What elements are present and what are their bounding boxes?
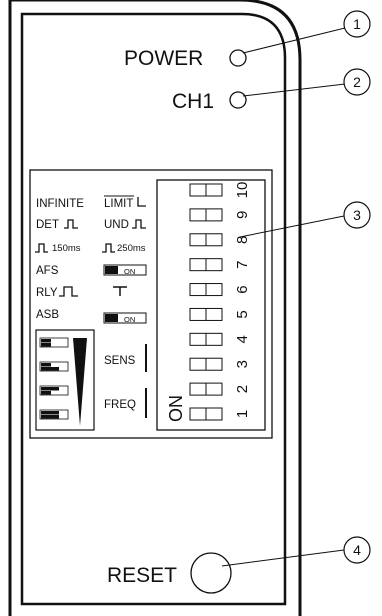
callout-2-circle	[343, 68, 371, 96]
ch1-led	[229, 91, 247, 109]
det-label: DET	[36, 219, 59, 231]
limit-step-icon	[137, 197, 146, 207]
afs-label: AFS	[36, 265, 59, 277]
dip-switch-number: 3	[234, 360, 251, 368]
pulse-250-icon	[102, 243, 115, 253]
mini-switch-2	[39, 361, 69, 372]
callout-3-number: 3	[353, 207, 361, 223]
t250-label: 250ms	[117, 243, 146, 254]
mini-switch-1	[39, 337, 69, 348]
power-label: POWER	[124, 47, 203, 70]
callout-1-leader	[242, 27, 346, 54]
on-vertical-label: ON	[166, 395, 186, 422]
und-label: UND	[104, 219, 129, 231]
dip-switch-number: 6	[234, 285, 251, 293]
dip-switch-1[interactable]	[189, 407, 223, 421]
dip-switch-2[interactable]	[189, 382, 223, 396]
dip-switch-number: 9	[234, 211, 251, 219]
dip-switch-8[interactable]	[189, 233, 223, 247]
pulse-150-icon	[35, 243, 48, 253]
callout-1-circle	[343, 10, 371, 38]
mini-switch-3	[39, 385, 69, 396]
housing-inner	[20, 12, 287, 606]
mini-switch-4	[39, 409, 69, 420]
dip-switch-10[interactable]	[189, 183, 223, 197]
callout-3-leader	[239, 215, 345, 238]
callout-4-number: 4	[353, 542, 361, 558]
callout-2-leader	[242, 83, 346, 97]
sens-mini-switches	[39, 337, 69, 420]
rly-pulse-icon	[59, 286, 78, 297]
on-badge-2	[103, 312, 147, 324]
det-pulse-icon	[64, 219, 78, 229]
dip-switch-number: 5	[234, 310, 251, 318]
dip-switch-9[interactable]	[189, 208, 223, 222]
dip-switch-4[interactable]	[189, 332, 223, 346]
on-badge-2-fill	[105, 314, 118, 322]
dip-switch-bank	[156, 179, 266, 431]
power-led	[229, 49, 247, 67]
dip-switch-number: 7	[234, 260, 251, 268]
sens-label: SENS	[104, 355, 136, 367]
callout-4-leader	[221, 549, 345, 567]
housing-outer	[8, 0, 302, 616]
t150-label: 150ms	[52, 243, 81, 254]
callout-1-number: 1	[353, 16, 361, 32]
sensitivity-wedge-icon	[73, 338, 87, 426]
infinite-label: INFINITE	[36, 198, 84, 210]
callout-2-number: 2	[353, 74, 361, 90]
ch1-label: CH1	[172, 90, 214, 113]
dip-switch-number: 2	[234, 385, 251, 393]
on-badge-1-text: ON	[124, 267, 135, 276]
dip-switch-number: 4	[234, 335, 251, 343]
callout-3-circle	[343, 201, 371, 229]
limit-label: LIMIT	[104, 198, 133, 210]
dip-switch-7[interactable]	[189, 258, 223, 272]
on-badge-1-fill	[105, 266, 118, 274]
und-pulse-icon	[132, 219, 146, 229]
sens-switch-box	[35, 329, 95, 431]
callout-4-circle	[343, 536, 371, 564]
freq-label: FREQ	[104, 399, 136, 411]
dip-switch-3[interactable]	[189, 357, 223, 371]
reset-button[interactable]	[190, 552, 232, 594]
asb-label: ASB	[36, 309, 59, 321]
on-badge-2-text: ON	[124, 315, 135, 324]
dip-switch-number: 8	[234, 236, 251, 244]
dip-switch-number: 10	[234, 182, 251, 199]
rly-label: RLY	[36, 287, 58, 299]
dip-panel	[29, 169, 273, 439]
dip-switch-number: 1	[234, 410, 251, 418]
inverted-pulse-icon	[113, 286, 127, 296]
dip-switch-numbers: 1 2 3 4 5 6 7 8 9 10	[234, 182, 251, 419]
dip-switches	[189, 183, 223, 421]
on-badge-1	[103, 264, 147, 276]
dip-switch-6[interactable]	[189, 283, 223, 297]
dip-switch-5[interactable]	[189, 307, 223, 321]
reset-label: RESET	[107, 564, 177, 587]
